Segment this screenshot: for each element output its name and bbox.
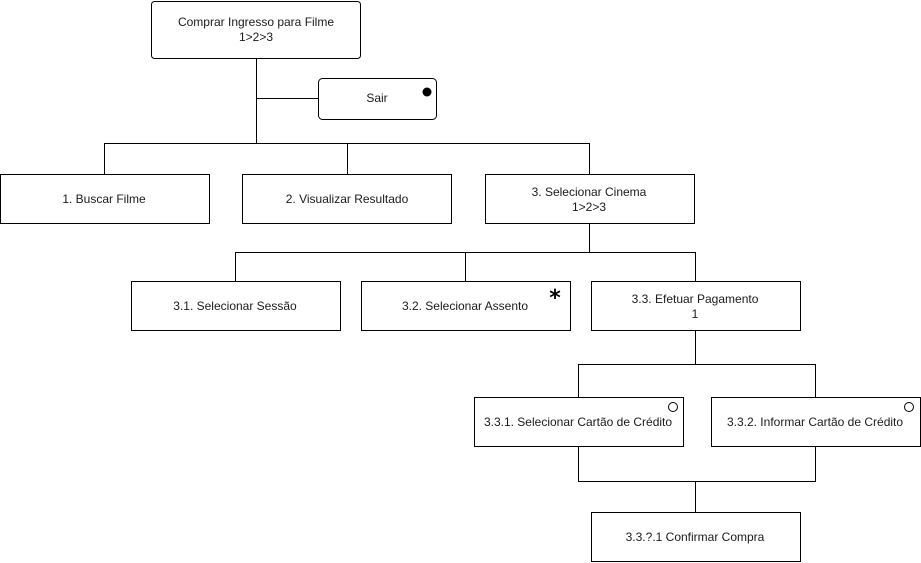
node-3-3-x-1-label: 3.3.?.1 Confirmar Compra xyxy=(626,530,765,544)
edge-root-children xyxy=(104,98,590,174)
node-3-3-2-label: 3.3.2. Informar Cartão de Crédito xyxy=(727,415,903,429)
edge-n33-children xyxy=(578,331,816,397)
empty-circle-icon xyxy=(904,402,914,412)
node-sair[interactable]: Sair xyxy=(318,78,437,120)
connectors xyxy=(104,58,816,512)
node-3-3-1-label: 3.3.1. Selecionar Cartão de Crédito xyxy=(484,415,672,429)
node-3-3-label: 3.3. Efetuar Pagamento xyxy=(632,292,759,306)
node-3-3-1[interactable]: 3.3.1. Selecionar Cartão de Crédito xyxy=(474,397,684,447)
edge-n3-children xyxy=(235,224,696,281)
node-3-3-sub: 1 xyxy=(692,307,699,321)
edge-join-n3321 xyxy=(578,447,816,512)
node-root-label: Comprar Ingresso para Filme xyxy=(178,15,334,29)
node-3-3-x-1[interactable]: 3.3.?.1 Confirmar Compra xyxy=(591,512,801,562)
node-3-label: 3. Selecionar Cinema xyxy=(532,185,647,199)
node-root-sub: 1>2>3 xyxy=(239,30,273,44)
node-2-label: 2. Visualizar Resultado xyxy=(286,192,409,206)
node-3-sub: 1>2>3 xyxy=(572,200,606,214)
node-3-1[interactable]: 3.1. Selecionar Sessão xyxy=(131,281,341,331)
node-3[interactable]: 3. Selecionar Cinema 1>2>3 xyxy=(485,174,695,224)
node-root[interactable]: Comprar Ingresso para Filme 1>2>3 xyxy=(151,1,361,59)
node-3-2-label: 3.2. Selecionar Assento xyxy=(402,299,528,313)
node-sair-label: Sair xyxy=(366,91,387,105)
node-3-3-2[interactable]: 3.3.2. Informar Cartão de Crédito xyxy=(711,397,921,447)
node-2[interactable]: 2. Visualizar Resultado xyxy=(242,174,452,224)
asterisk-icon: * xyxy=(549,286,561,311)
node-1[interactable]: 1. Buscar Filme xyxy=(0,174,210,224)
filled-circle-icon xyxy=(422,87,432,97)
node-3-1-label: 3.1. Selecionar Sessão xyxy=(173,299,297,313)
edge-root-sair xyxy=(256,58,318,99)
node-1-label: 1. Buscar Filme xyxy=(62,192,146,206)
node-3-3[interactable]: 3.3. Efetuar Pagamento 1 xyxy=(591,281,801,331)
empty-circle-icon xyxy=(668,402,678,412)
node-3-2[interactable]: 3.2. Selecionar Assento * xyxy=(361,281,571,331)
